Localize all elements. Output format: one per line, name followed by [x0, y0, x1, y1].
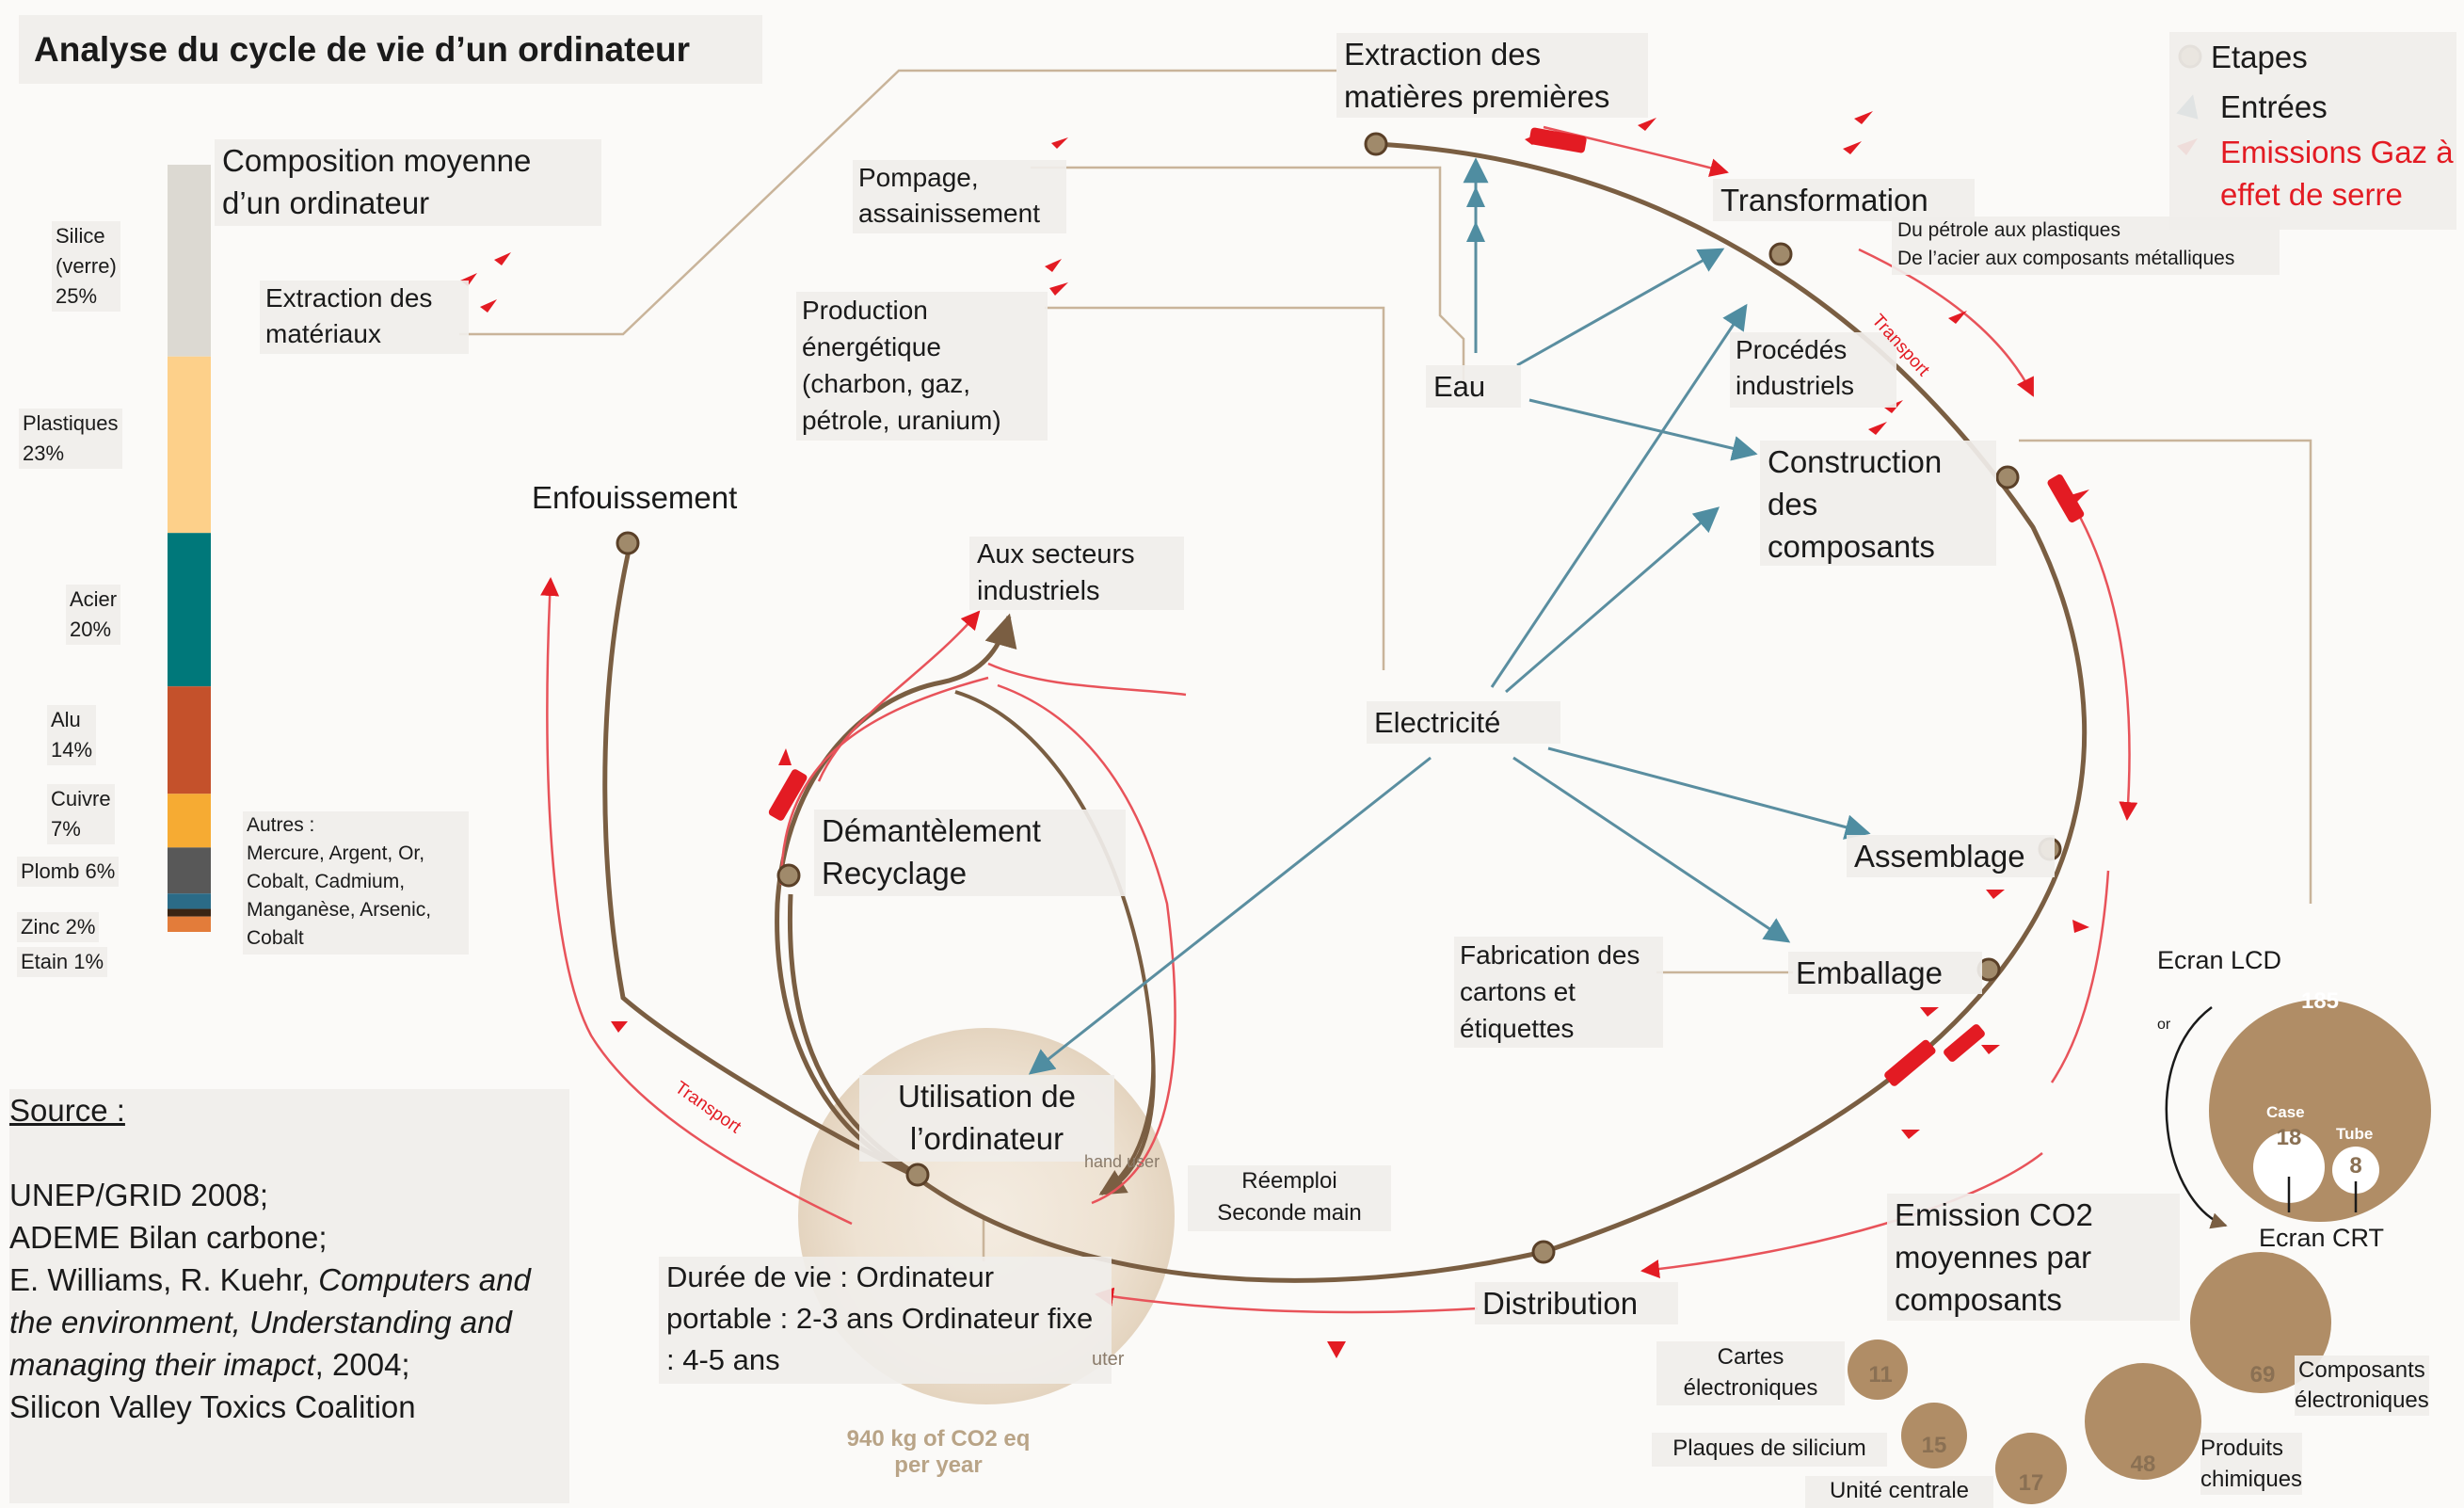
value-composants: 69 [2249, 1362, 2276, 1388]
reemploi-label: Réemploi Seconde main [1188, 1165, 1391, 1231]
source-line-1: UNEP/GRID 2008; [9, 1178, 269, 1212]
legend-emissions-label: Emissions Gaz à effet de serre [2220, 135, 2454, 212]
composition-label-acier: Acier 20% [66, 585, 121, 646]
input-fabrication-cartons: Fabrication des cartons et étiquettes [1454, 937, 1663, 1048]
input-pompage: Pompage, assainissement [853, 160, 1066, 233]
value-tube: 8 [2349, 1153, 2362, 1179]
page-title: Analyse du cycle de vie d’un ordinateur [19, 15, 762, 84]
composition-segment-acier [168, 533, 211, 687]
composition-segment-etain [168, 908, 211, 917]
composition-segment-silice-verre- [168, 165, 211, 357]
value-unite: 17 [2018, 1470, 2044, 1496]
legend-inputs-label: Entrées [2220, 89, 2328, 124]
bubble-silicium [1901, 1403, 1967, 1468]
composition-title: Composition moyenne d’un ordinateur [215, 139, 601, 226]
composition-segment-zinc [168, 893, 211, 909]
input-arrows [1028, 157, 1871, 1075]
composition-label-cuivre: Cuivre 7% [47, 784, 115, 845]
stage-distribution: Distribution [1475, 1282, 1678, 1324]
hand-user-partial: hand user [1084, 1152, 1160, 1171]
label-cartes: Cartes électroniques [1656, 1341, 1845, 1405]
legend-stages-label: Etapes [2211, 40, 2308, 74]
recycling-loop [775, 613, 1017, 1178]
composition-bar [168, 165, 211, 932]
source-book-title: Computers and the environment, Understan… [9, 1262, 531, 1382]
value-lcd: 185 [2300, 988, 2340, 1014]
value-chimiques: 48 [2130, 1452, 2156, 1477]
source-authors: E. Williams, R. Kuehr, [9, 1262, 319, 1297]
stage-demantelement: Démantèlement Recyclage [814, 810, 1126, 896]
composition-segment-plastiques [168, 356, 211, 534]
label-silicium: Plaques de silicium [1652, 1433, 1887, 1467]
source-line-2: ADEME Bilan carbone; [9, 1220, 328, 1255]
value-silicium: 15 [1921, 1433, 1947, 1458]
connector-lines [459, 69, 2312, 1261]
label-chimiques: Produits chimiques [2200, 1433, 2303, 1495]
composition-segment-plomb [168, 847, 211, 894]
composition-label-plomb: Plomb 6% [17, 857, 120, 888]
uter-partial: uter [1092, 1349, 1125, 1370]
legend: Etapes Entrées Emissions Gaz à effet de … [2169, 32, 2456, 230]
source-line-3: E. Williams, R. Kuehr, Computers and the… [9, 1259, 569, 1386]
composition-label-alu: Alu 14% [47, 705, 97, 766]
value-cartes: 11 [1868, 1362, 1893, 1388]
stage-emballage: Emballage [1788, 952, 1982, 994]
co2-per-year: 940 kg of CO2 eq per year [846, 1426, 1031, 1478]
stage-aux-secteurs: Aux secteurs industriels [969, 537, 1184, 610]
composition-label-etain: Etain 1% [17, 946, 108, 977]
bubble-case [2253, 1131, 2325, 1203]
input-electricite: Electricité [1367, 701, 1560, 744]
input-eau: Eau [1426, 365, 1521, 408]
label-composants: Composants électroniques [2295, 1356, 2429, 1416]
stage-transformation: Transformation [1713, 179, 1975, 221]
lifecycle-loop [602, 141, 2088, 1283]
ecran-crt-label: Ecran CRT [2259, 1224, 2385, 1252]
bubble-unite [1995, 1433, 2067, 1504]
bubble-cartes [1848, 1340, 1908, 1400]
bubble-lcd [2209, 1000, 2431, 1222]
stage-extraction: Extraction des matières premières [1336, 33, 1648, 118]
tube-label: Tube [2336, 1125, 2374, 1143]
input-procedes-industriels: Procédés industriels [1730, 332, 1896, 408]
truck-icons [768, 127, 2085, 1086]
composition-label-plastiques: Plastiques 23% [19, 408, 122, 469]
bubble-tube [2332, 1147, 2379, 1194]
reuse-loop [954, 690, 1156, 1195]
composition-segment-autres [168, 916, 211, 932]
composition-label-zinc: Zinc 2% [17, 912, 100, 943]
label-unite: Unité centrale [1805, 1476, 1993, 1508]
bubble-chimiques [2085, 1363, 2201, 1480]
transport-arcs [540, 125, 2138, 1314]
source-line-4: Silicon Valley Toxics Coalition [9, 1389, 416, 1424]
source-heading: Source : [9, 1093, 125, 1128]
value-case: 18 [2276, 1125, 2302, 1150]
ecran-lcd-label: Ecran LCD [2157, 946, 2282, 974]
composition-label-silice-verre-: Silice (verre) 25% [52, 221, 120, 312]
source-year: , 2004; [314, 1347, 410, 1382]
stage-utilisation: Utilisation de l’ordinateur [859, 1075, 1114, 1162]
transformation-note: Du pétrole aux plastiques De l’acier aux… [1892, 217, 2280, 275]
input-extraction-materiaux: Extraction des matériaux [260, 281, 469, 354]
composition-segment-cuivre [168, 794, 211, 848]
stage-assemblage: Assemblage [1847, 835, 2055, 877]
stage-construction: Construction des composants [1760, 441, 1996, 566]
or-label: or [2157, 1017, 2171, 1033]
emission-arrows [460, 111, 2089, 1358]
lifespan-box: Durée de vie : Ordinateur portable : 2-3… [659, 1257, 1112, 1384]
composition-segment-alu [168, 686, 211, 794]
input-production-energetique: Production énergétique (charbon, gaz, pé… [796, 292, 1048, 441]
source-box: Source : UNEP/GRID 2008; ADEME Bilan car… [9, 1089, 569, 1503]
composition-others: Autres : Mercure, Argent, Or, Cobalt, Ca… [243, 811, 469, 955]
case-label: Case [2266, 1103, 2305, 1121]
emissions-title: Emission CO2 moyennes par composants [1887, 1194, 2180, 1321]
stage-enfouissement: Enfouissement [532, 480, 738, 515]
